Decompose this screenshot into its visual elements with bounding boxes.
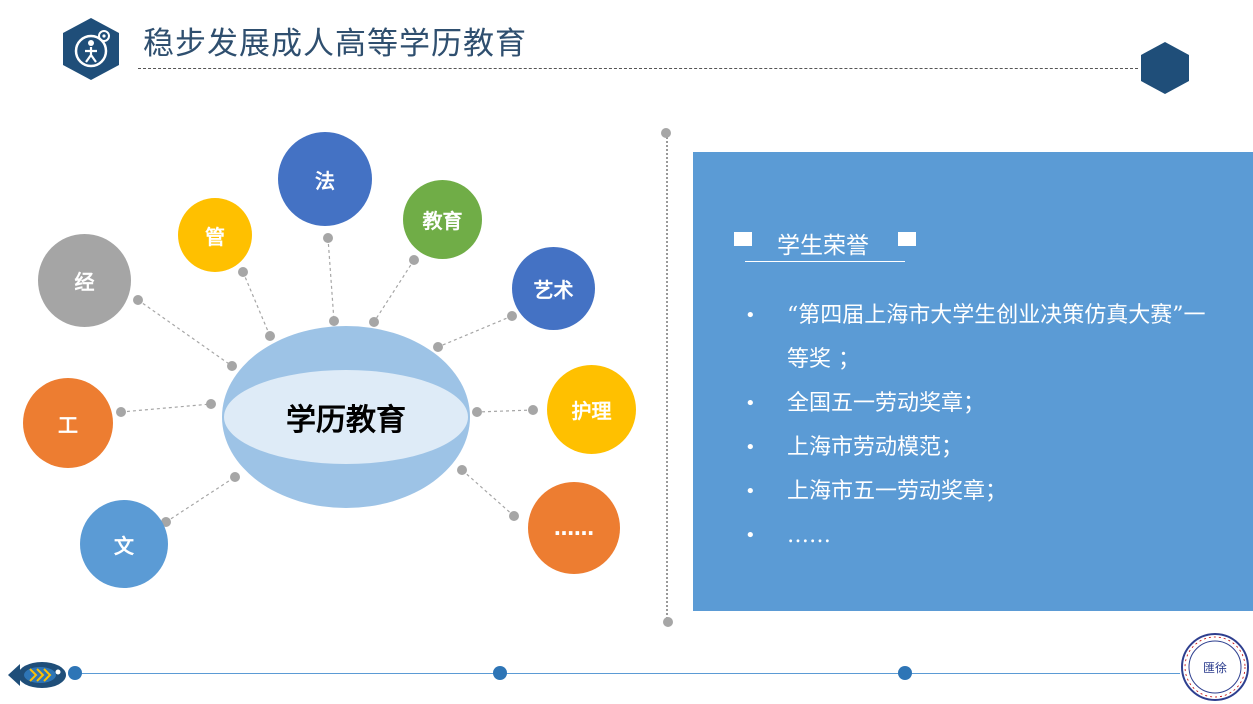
university-seal-icon: 匯徐 [1181, 633, 1249, 701]
timeline-line [70, 673, 1180, 674]
timeline-dot-1 [68, 666, 82, 680]
list-item: …… [745, 514, 1225, 558]
fish-icon [8, 662, 66, 688]
node-fa: 法 [278, 132, 372, 226]
node-huli: 护理 [547, 365, 636, 454]
connector-lines [116, 233, 538, 527]
list-item: 全国五一劳动奖章； [745, 382, 1225, 426]
title-underline [745, 261, 905, 262]
list-item: 上海市五一劳动奖章； [745, 470, 1225, 514]
seal-glyph: 匯徐 [1203, 660, 1227, 675]
timeline-dot-2 [493, 666, 507, 680]
list-item: “第四届上海市大学生创业决策仿真大赛”一等奖 ； [745, 294, 1225, 382]
education-diagram: 学历教育 经 管 法 教育 艺术 工 护理 文 …… [0, 110, 660, 610]
divider-dot-top [661, 128, 671, 138]
title-square-right [898, 232, 916, 246]
honors-list: “第四届上海市大学生创业决策仿真大赛”一等奖 ； 全国五一劳动奖章； 上海市劳动… [745, 294, 1225, 558]
node-more: …… [528, 482, 620, 574]
honors-panel: 学生荣誉 “第四届上海市大学生创业决策仿真大赛”一等奖 ； 全国五一劳动奖章； … [693, 152, 1253, 611]
gear-person-icon [63, 18, 119, 80]
node-jiaoyu: 教育 [403, 180, 482, 259]
vertical-divider [666, 134, 668, 622]
title-square-left [734, 232, 752, 246]
page-title: 稳步发展成人高等学历教育 [143, 26, 527, 62]
timeline-dot-3 [898, 666, 912, 680]
node-jing: 经 [38, 234, 131, 327]
panel-title: 学生荣誉 [777, 233, 869, 259]
node-guan: 管 [178, 198, 252, 272]
center-label: 学历教育 [224, 370, 468, 464]
divider-dot-bottom [663, 617, 673, 627]
node-yishu: 艺术 [512, 247, 595, 330]
node-wen: 文 [80, 500, 168, 588]
list-item: 上海市劳动模范； [745, 426, 1225, 470]
title-divider [138, 68, 1138, 69]
node-gong: 工 [23, 378, 113, 468]
hexagon-icon [1141, 42, 1189, 94]
